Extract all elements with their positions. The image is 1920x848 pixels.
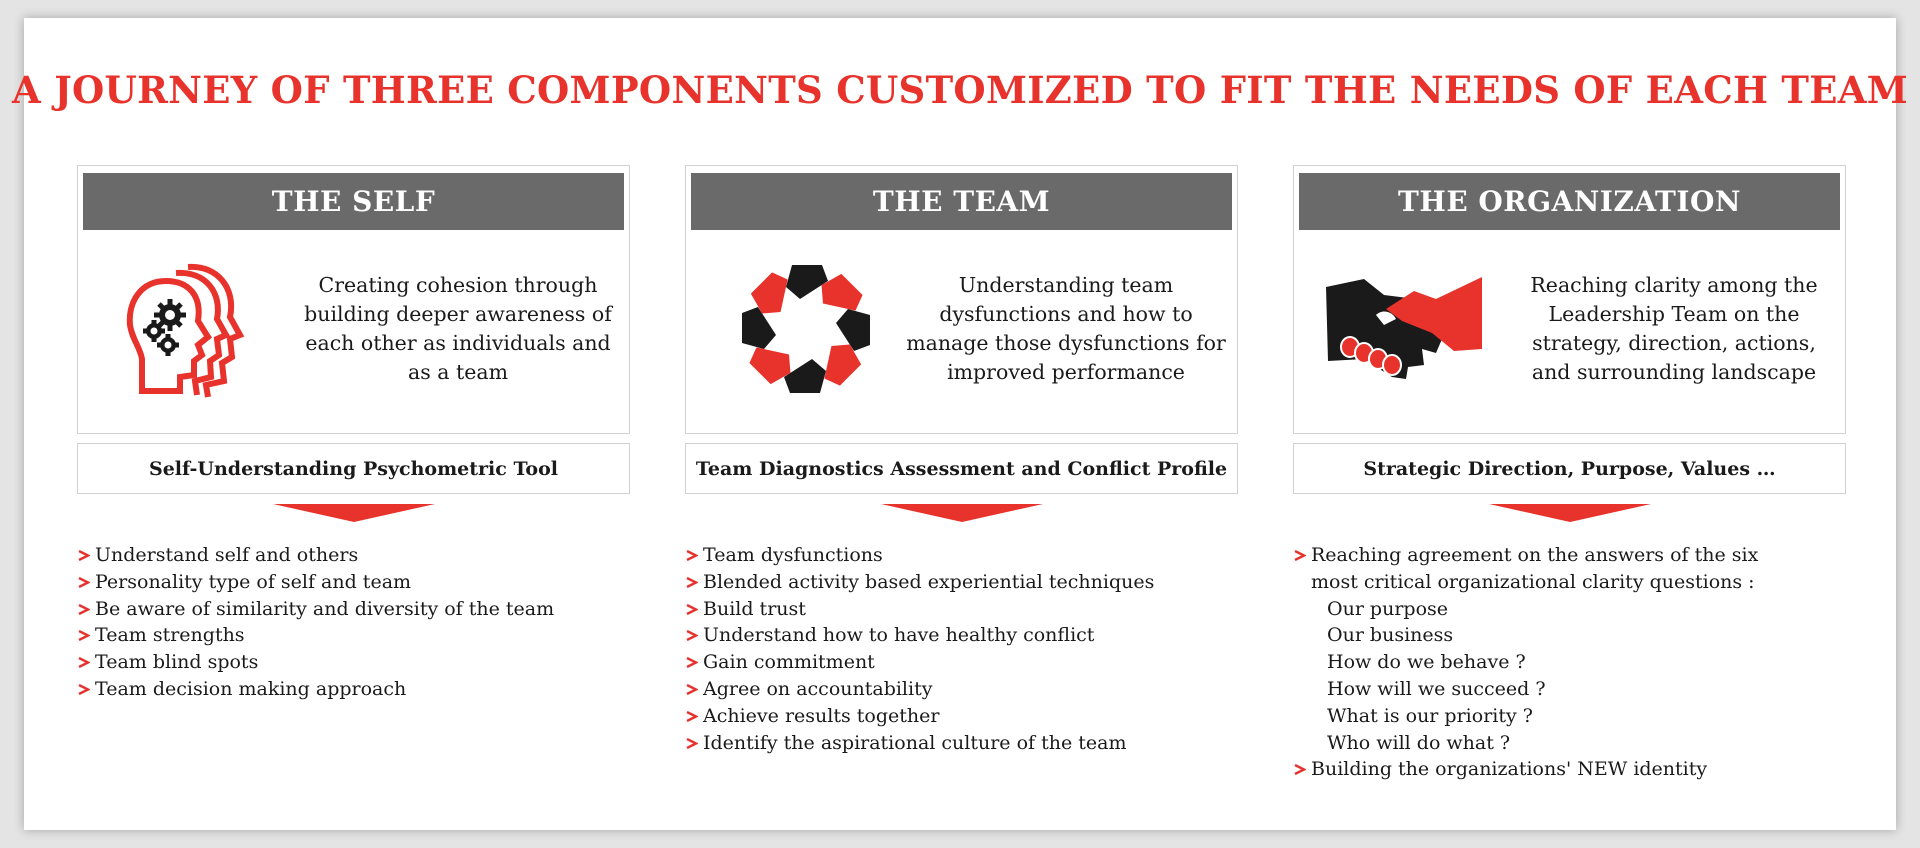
down-arrow-icon: [881, 504, 1043, 522]
circle-of-hands-icon: [721, 254, 891, 404]
sub-list-item: What is our priority ?: [1327, 704, 1533, 727]
chevron-right-icon: [686, 737, 698, 749]
bullet-list: Understand self and others Personality t…: [77, 542, 630, 703]
list-item: Reaching agreement on the answers of the…: [1293, 542, 1811, 596]
chevron-right-icon: [78, 683, 90, 695]
list-item: Personality type of self and team: [77, 569, 630, 596]
down-arrow-icon: [273, 504, 435, 522]
component-card: THE SELF: [77, 165, 630, 434]
card-description: Reaching clarity among the Leadership Te…: [1530, 273, 1818, 384]
list-item: Achieve results together: [685, 703, 1238, 730]
chevron-right-icon: [686, 683, 698, 695]
chevron-right-icon: [686, 550, 698, 561]
list-item: Team dysfunctions: [685, 542, 1238, 569]
chevron-right-icon: [1294, 764, 1306, 776]
sub-list-item: How do we behave ?: [1327, 651, 1526, 674]
component-card: THE TEAM: [685, 165, 1238, 434]
card-header: THE TEAM: [691, 173, 1232, 230]
list-item: Team decision making approach: [77, 676, 630, 703]
chevron-right-icon: [686, 630, 698, 642]
tool-label: Strategic Direction, Purpose, Values …: [1293, 443, 1846, 494]
handshake-icon: [1319, 254, 1489, 404]
tool-label: Self-Understanding Psychometric Tool: [77, 443, 630, 494]
sub-list-item: Our business: [1327, 624, 1454, 647]
list-item: Understand how to have healthy conflict: [685, 622, 1238, 649]
chevron-right-icon: [78, 550, 90, 561]
card-description: Creating cohesion through building deepe…: [304, 273, 612, 384]
sub-list-item: Who will do what ?: [1327, 731, 1511, 754]
chevron-right-icon: [78, 630, 90, 642]
list-item: Gain commitment: [685, 649, 1238, 676]
bullet-list: Team dysfunctions Blended activity based…: [685, 542, 1238, 756]
column-team: THE TEAM: [685, 165, 1238, 785]
card-header: THE SELF: [83, 173, 624, 230]
chevron-right-icon: [78, 657, 90, 669]
column-organization: THE ORGANIZATION Reaching clarity among …: [1293, 165, 1846, 785]
chevron-right-icon: [686, 710, 698, 722]
chevron-right-icon: [1294, 550, 1306, 561]
column-self: THE SELF: [77, 165, 630, 785]
list-item: Blended activity based experiential tech…: [685, 569, 1238, 596]
chevron-right-icon: [78, 603, 90, 615]
list-item: Build trust: [685, 596, 1238, 623]
down-arrow-icon: [1489, 504, 1651, 522]
bullet-list: Reaching agreement on the answers of the…: [1293, 542, 1846, 783]
chevron-right-icon: [686, 603, 698, 615]
component-card: THE ORGANIZATION Reaching clarity among …: [1293, 165, 1846, 434]
list-item: Be aware of similarity and diversity of …: [77, 596, 630, 623]
list-item: Understand self and others: [77, 542, 630, 569]
card-header: THE ORGANIZATION: [1299, 173, 1840, 230]
list-item: Agree on accountability: [685, 676, 1238, 703]
list-item: Team blind spots: [77, 649, 630, 676]
page-title: A JOURNEY OF THREE COMPONENTS CUSTOMIZED…: [12, 68, 1908, 112]
sub-list-item: How will we succeed ?: [1327, 677, 1546, 700]
chevron-right-icon: [686, 576, 698, 588]
list-item: Team strengths: [77, 622, 630, 649]
list-item: Building the organizations' NEW identity: [1293, 756, 1846, 783]
chevron-right-icon: [686, 657, 698, 669]
heads-with-gears-icon: [98, 254, 268, 404]
tool-label: Team Diagnostics Assessment and Conflict…: [685, 443, 1238, 494]
list-item: Identify the aspirational culture of the…: [685, 730, 1238, 757]
chevron-right-icon: [78, 576, 90, 588]
sub-list-item: Our purpose: [1327, 597, 1449, 620]
card-description: Understanding team dysfunctions and how …: [906, 273, 1226, 384]
